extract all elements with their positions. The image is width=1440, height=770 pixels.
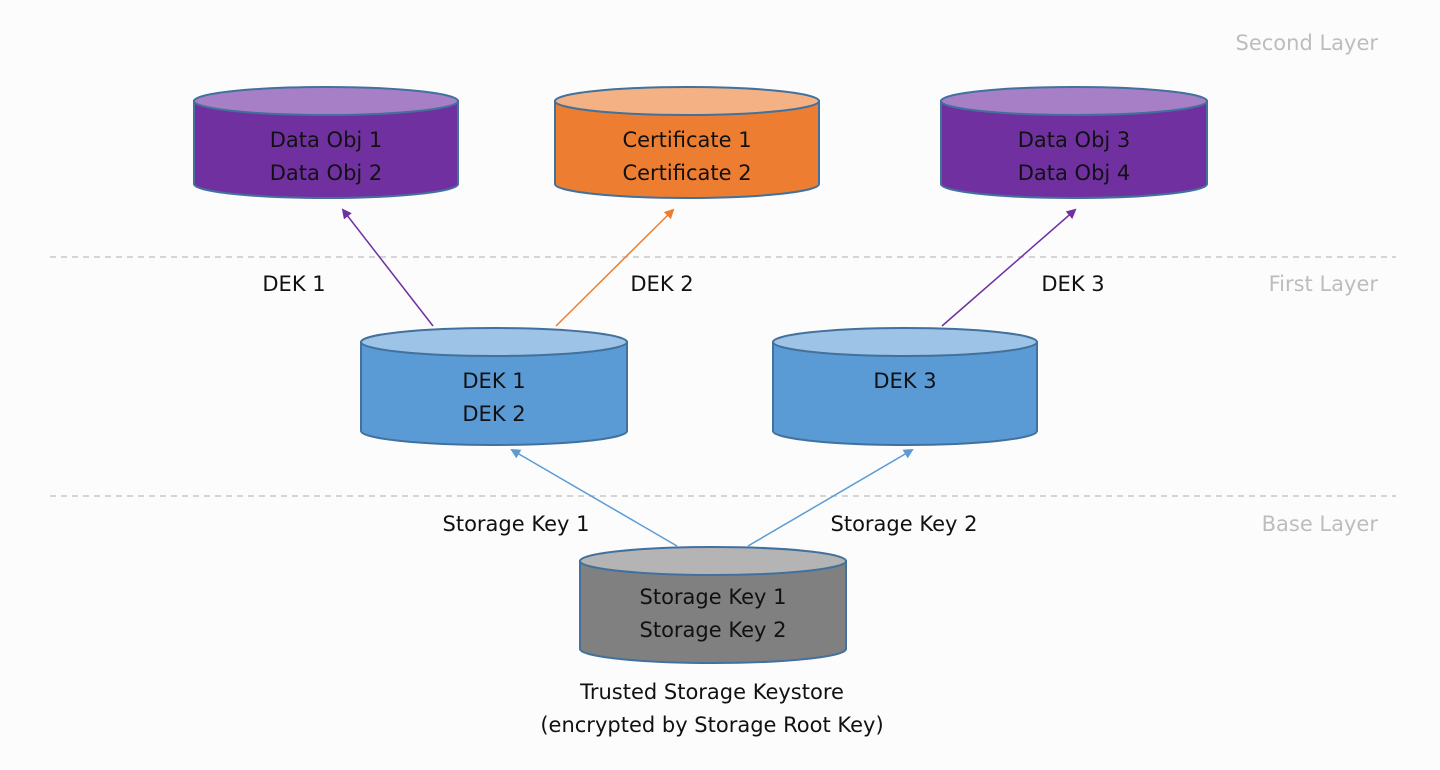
cylinder-line-1: Storage Key 1 (640, 585, 787, 609)
edge-dek1: DEK 1 (262, 208, 434, 327)
cylinder-line-2: Certificate 2 (622, 161, 751, 185)
cylinder-top (554, 86, 820, 116)
layer-label-base: Base Layer (1262, 512, 1379, 536)
cylinder-line-1: Data Obj 3 (1018, 128, 1131, 152)
edge-label-sk1: Storage Key 1 (443, 512, 590, 536)
layer-label-second: Second Layer (1235, 31, 1378, 55)
cylinder-line-2: Storage Key 2 (640, 618, 787, 642)
edge-label-sk2: Storage Key 2 (831, 512, 978, 536)
edge-label-dek2: DEK 2 (630, 272, 693, 296)
cylinder-top (940, 86, 1208, 116)
arrow-sk1 (510, 448, 678, 547)
cylinder-body (772, 341, 1038, 446)
cylinder-body (579, 560, 847, 664)
cylinder-top (772, 327, 1038, 357)
arrow-dek3 (941, 208, 1077, 327)
layer-label-first: First Layer (1269, 272, 1379, 296)
edge-label-dek3: DEK 3 (1041, 272, 1104, 296)
edge-dek2: DEK 2 (555, 208, 694, 327)
arrow-sk2 (747, 448, 914, 547)
edge-label-dek1: DEK 1 (262, 272, 325, 296)
cylinder-body (360, 341, 628, 446)
edge-sk2: Storage Key 2 (747, 448, 978, 547)
cylinder-line-2: Data Obj 4 (1018, 161, 1131, 185)
cylinder-top (579, 546, 847, 576)
arrow-dek2 (555, 208, 675, 327)
cylinder-certificates: Certificate 1 Certificate 2 (554, 86, 820, 199)
cylinder-keystore: Storage Key 1 Storage Key 2 (579, 546, 847, 664)
cylinder-data-obj-1-2: Data Obj 1 Data Obj 2 (193, 86, 459, 199)
keystore-caption-line-2: (encrypted by Storage Root Key) (540, 713, 883, 737)
cylinder-top (360, 327, 628, 357)
cylinder-line-1: Data Obj 1 (270, 128, 383, 152)
keystore-caption-line-1: Trusted Storage Keystore (579, 680, 844, 704)
cylinder-line-1: DEK 3 (873, 369, 936, 393)
arrow-dek1 (341, 208, 434, 327)
cylinder-body (193, 100, 459, 199)
cylinder-line-2: Data Obj 2 (270, 161, 383, 185)
cylinder-body (940, 100, 1208, 199)
edge-dek3: DEK 3 (941, 208, 1105, 327)
cylinder-dek-1-2: DEK 1 DEK 2 (360, 327, 628, 446)
cylinder-line-1: DEK 1 (462, 369, 525, 393)
cylinder-data-obj-3-4: Data Obj 3 Data Obj 4 (940, 86, 1208, 199)
cylinder-body (554, 100, 820, 199)
cylinder-line-2: DEK 2 (462, 402, 525, 426)
cylinder-dek-3: DEK 3 (772, 327, 1038, 446)
cylinder-line-1: Certificate 1 (622, 128, 751, 152)
cylinder-top (193, 86, 459, 116)
edge-sk1: Storage Key 1 (443, 448, 678, 547)
